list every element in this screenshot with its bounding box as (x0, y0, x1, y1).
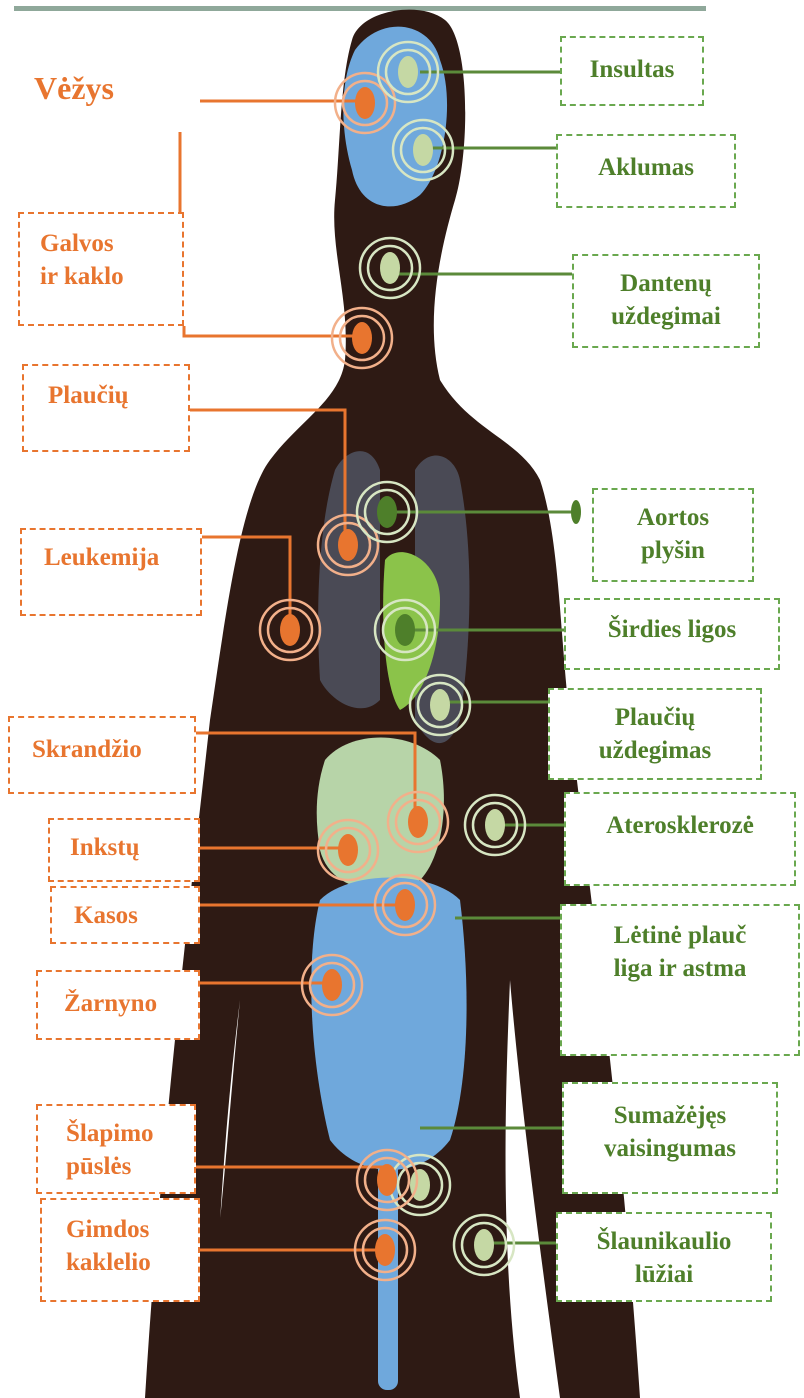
label-galvos: Galvos ir kaklo (18, 212, 184, 326)
connector-line (184, 326, 362, 336)
organ-marker (410, 675, 470, 735)
label-letine: Lėtinė plauč liga ir astma (560, 904, 800, 1056)
label-letine-line2: liga ir astma (562, 953, 798, 986)
label-gimdos: Gimdos kaklelio (40, 1198, 200, 1302)
organ-marker (355, 1220, 415, 1280)
label-ateroskleroze: Aterosklerozė (564, 792, 796, 886)
label-kasos-line1: Kasos (74, 900, 198, 933)
label-insultas: Insultas (560, 36, 704, 106)
label-vaisingumas-line1: Sumažėjęs (564, 1100, 776, 1133)
label-sirdies-line1: Širdies ligos (566, 614, 778, 647)
organ-marker (318, 820, 378, 880)
label-galvos-line2: ir kaklo (40, 261, 182, 294)
label-inkstu: Inkstų (48, 818, 200, 882)
label-aortos-line1: Aortos (594, 502, 752, 535)
organ-marker (357, 1150, 417, 1210)
label-zarnyno: Žarnyno (36, 970, 200, 1040)
label-insultas-line1: Insultas (562, 54, 702, 87)
label-skrandzio-line1: Skrandžio (32, 734, 194, 767)
organ-marker (375, 875, 435, 935)
label-danteny: Dantenų uždegimai (572, 254, 760, 348)
label-leukemija-line1: Leukemija (44, 542, 200, 575)
label-plauciu-line1: Plaučių (48, 380, 188, 413)
label-slapimo-line2: pūslės (66, 1151, 194, 1184)
label-ateroskleroze-line1: Aterosklerozė (566, 810, 794, 843)
label-leukemija: Leukemija (20, 528, 202, 616)
label-vaisingumas-line2: vaisingumas (564, 1133, 776, 1166)
label-plauciu-uzd: Plaučių uždegimas (548, 688, 762, 780)
label-danteny-line2: uždegimai (574, 301, 758, 334)
organ-marker (332, 308, 392, 368)
label-sirdies: Širdies ligos (564, 598, 780, 670)
organ-marker (357, 482, 417, 542)
organ-marker (454, 1215, 514, 1275)
organ-marker (388, 792, 448, 852)
label-vaisingumas: Sumažėjęs vaisingumas (562, 1082, 778, 1194)
label-plauciu: Plaučių (22, 364, 190, 452)
label-aklumas: Aklumas (556, 134, 736, 208)
label-danteny-line1: Dantenų (574, 268, 758, 301)
organ-marker (390, 1155, 450, 1215)
organ-marker (260, 600, 320, 660)
organ-marker (465, 795, 525, 855)
diagram-title: Vėžys (8, 62, 198, 132)
label-slaunikaulio-line1: Šlaunikaulio (558, 1226, 770, 1259)
organ-marker (393, 120, 453, 180)
connector-cap (571, 500, 581, 524)
organ-marker (378, 42, 438, 102)
label-letine-line1: Lėtinė plauč (562, 920, 798, 953)
label-galvos-line1: Galvos (40, 228, 182, 261)
label-slaunikaulio: Šlaunikaulio lūžiai (556, 1212, 772, 1302)
label-aortos: Aortos plyšin (592, 488, 754, 582)
label-aklumas-line1: Aklumas (558, 152, 734, 185)
label-plauciu-uzd-line1: Plaučių (550, 702, 760, 735)
label-slapimo-line1: Šlapimo (66, 1118, 194, 1151)
label-gimdos-line1: Gimdos (66, 1214, 198, 1247)
label-slapimo: Šlapimo pūslės (36, 1104, 196, 1194)
label-plauciu-uzd-line2: uždegimas (550, 735, 760, 768)
organ-marker (375, 600, 435, 660)
label-gimdos-line2: kaklelio (66, 1247, 198, 1280)
label-skrandzio: Skrandžio (8, 716, 196, 794)
label-aortos-line2: plyšin (594, 535, 752, 568)
label-kasos: Kasos (50, 886, 200, 944)
label-inkstu-line1: Inkstų (70, 832, 198, 865)
organ-marker (360, 238, 420, 298)
organ-marker (302, 955, 362, 1015)
organ-marker (335, 73, 395, 133)
label-zarnyno-line1: Žarnyno (64, 988, 198, 1021)
label-slaunikaulio-line2: lūžiai (558, 1259, 770, 1292)
